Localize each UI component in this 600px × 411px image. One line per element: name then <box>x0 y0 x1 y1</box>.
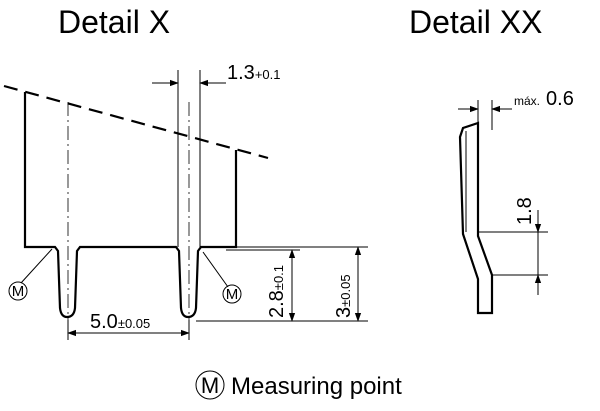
detail-x: Detail X 1.3+0.1 5.0±0.05 2.8±0.1 3±0.05 <box>3 4 368 340</box>
legend: M Measuring point <box>195 370 402 400</box>
detail-x-title: Detail X <box>58 4 170 40</box>
leader-line <box>202 251 229 288</box>
measuring-point-marker-right: M <box>222 284 242 304</box>
svg-text:M: M <box>226 286 239 303</box>
detail-xx: Detail XX máx.0.6 1.8 <box>409 4 574 315</box>
component-body-outline <box>23 92 238 319</box>
pitch-dimension: 5.0±0.05 <box>90 311 150 333</box>
height-dimension: 1.8 <box>514 197 536 225</box>
total-height-dimension: 3±0.05 <box>333 274 355 318</box>
pin-length-dimension: 2.8±0.1 <box>266 265 288 318</box>
svg-text:M: M <box>201 373 219 398</box>
measuring-point-symbol: M <box>195 370 225 400</box>
legend-label: Measuring point <box>231 373 402 400</box>
thickness-dimension: máx.0.6 <box>514 88 574 110</box>
leader-line <box>20 248 53 284</box>
svg-text:M: M <box>12 283 25 300</box>
pin-profile-outline <box>458 121 494 315</box>
measuring-point-marker-left: M <box>8 281 28 301</box>
break-line <box>3 84 269 160</box>
detail-xx-title: Detail XX <box>409 4 542 40</box>
pin-width-dimension: 1.3+0.1 <box>227 62 280 84</box>
